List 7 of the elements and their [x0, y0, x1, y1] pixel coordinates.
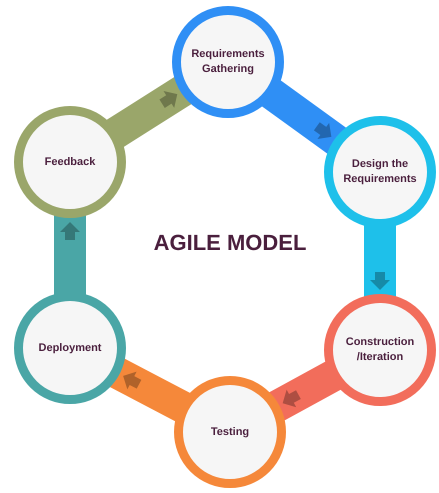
stage-label: Deployment: [38, 340, 102, 356]
stage-label: Testing: [210, 424, 250, 440]
stage-label: Design the Requirements: [342, 157, 418, 187]
stage-label: Construction /Iteration: [344, 335, 416, 365]
diagram-title: AGILE MODEL: [152, 229, 308, 257]
stage-label: Feedback: [44, 154, 96, 170]
stage-label: Requirements Gathering: [190, 47, 266, 77]
